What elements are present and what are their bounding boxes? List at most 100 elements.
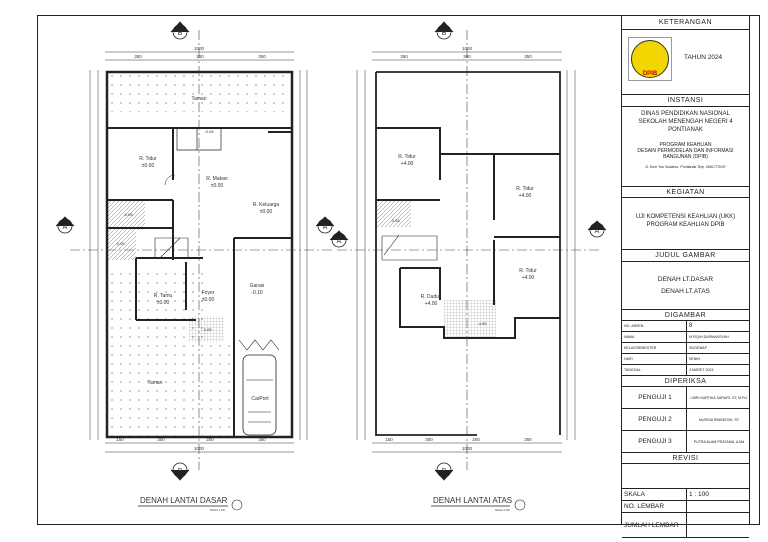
judul-line: DENAH LT.ATAS — [661, 288, 710, 295]
dimension-text: 350 — [134, 54, 142, 59]
stair — [154, 237, 189, 259]
balcony-tile — [444, 300, 496, 338]
room-label: R. Tidur — [139, 156, 157, 162]
garage-door — [238, 339, 280, 351]
title-block: KETERANGAN DPIB TAHUN 2024 INSTANSI DINA… — [621, 15, 750, 538]
room-level: ±0.00 — [142, 163, 155, 169]
svg-text:B: B — [442, 30, 447, 37]
section-marker-a: A — [315, 216, 335, 234]
instansi-block: DINAS PENDIDIKAN NASIONAL SEKOLAH MENENG… — [622, 107, 749, 187]
section-marker-b: B — [434, 462, 454, 481]
dimension-text: 300 — [425, 437, 433, 442]
room-level: ±0.00 — [260, 209, 273, 215]
revisi-area — [622, 464, 749, 489]
address-text: Jl. Kom Yos Sudarso, Pontianak Telp. 056… — [645, 165, 726, 169]
program-line: DESAIN PERMODELAN DAN INFORMASI — [637, 148, 734, 154]
room-label: R. Tamu — [154, 293, 173, 299]
ground-floor-plan — [105, 70, 294, 439]
dimension-text: 300 — [196, 54, 204, 59]
digambar-header: DIGAMBAR — [622, 310, 749, 321]
drawing-sheet-border — [37, 15, 760, 525]
judul-block: DENAH LT.DASAR DENAH LT.ATAS — [622, 262, 749, 310]
interior-walls — [376, 127, 560, 339]
section-marker-a: A — [329, 230, 349, 248]
level-tag: -0.05 — [204, 129, 214, 134]
penguji-value: PUTRA ALAM PRATAMA, A.Md — [693, 439, 745, 444]
program-line: BANGUNAN (DPIB) — [663, 154, 708, 160]
level-tag: -0.05 — [123, 212, 133, 217]
dimension-text: 350 — [258, 54, 266, 59]
section-marker-a: A — [55, 216, 75, 234]
dimension-text: 350 — [524, 437, 532, 442]
room-level: +4.00 — [519, 193, 532, 199]
field-label: NAMA — [622, 332, 687, 342]
revisi-header: REVISI — [622, 453, 749, 464]
field-value: SENIN — [689, 357, 700, 361]
section-marker-a: A — [587, 220, 607, 238]
svg-text:A: A — [337, 238, 342, 245]
kegiatan-header: KEGIATAN — [622, 187, 749, 198]
room-label: Foyer — [202, 290, 215, 296]
room-level: ±0.00 — [157, 300, 170, 306]
no-lembar-row: NO. LEMBAR — [622, 501, 749, 513]
dimension-text: 350 — [400, 54, 408, 59]
field-value: M.FIQIH DARMANSYAH — [689, 335, 729, 339]
logo-text: DPIB — [631, 40, 669, 78]
penguji-label: PENGUJI 1 — [622, 387, 687, 408]
room-level: ±0.00 — [202, 297, 215, 303]
car-icon — [242, 354, 277, 436]
level-tag: -0.05 — [115, 241, 125, 246]
judul-header: JUDUL GAMBAR — [622, 250, 749, 262]
floor-plan-drawing: Taman R. Tidur ±0.00 R. Makan ±0.00 R. K… — [55, 21, 607, 512]
room-label: Taman — [147, 380, 162, 386]
dimension-text: 200 — [206, 437, 214, 442]
room-label: CarPort — [251, 396, 269, 402]
dimension-text: 350 — [524, 54, 532, 59]
bathroom-tile — [108, 230, 136, 260]
penguji-row: PENGUJI 3 PUTRA ALAM PRATAMA, A.Md — [622, 431, 749, 453]
svg-text:B: B — [178, 468, 183, 475]
jumlah-lembar-label: JUMLAH LEMBAR — [622, 513, 687, 537]
plan-title-upper: DENAH LANTAI ATAS SKALA 1:100 — [431, 496, 526, 512]
room-level: +4.00 — [522, 275, 535, 281]
instansi-line: PONTIANAK — [668, 127, 703, 133]
svg-text:DENAH LANTAI DASAR: DENAH LANTAI DASAR — [140, 496, 228, 505]
level-tag: -3.95 — [477, 321, 487, 326]
skala-label: SKALA — [622, 489, 687, 500]
penguji-value: MURDIA RININGSIH, ST — [698, 417, 740, 422]
instansi-line: DINAS PENDIDIKAN NASIONAL — [641, 111, 730, 117]
svg-text:B: B — [442, 468, 447, 475]
instansi-line: SEKOLAH MENENGAH NEGERI 4 — [638, 119, 733, 125]
skala-value: 1 : 100 — [689, 491, 709, 498]
svg-text:SKALA 1:100: SKALA 1:100 — [495, 509, 510, 512]
room-level: +4.00 — [401, 161, 414, 167]
path-hatch — [208, 345, 233, 437]
kegiatan-line: PROGRAM KEAHLIAN DPIB — [646, 222, 725, 228]
room-label: R. Tidur — [519, 268, 537, 274]
penguji-label: PENGUJI 3 — [622, 431, 687, 452]
svg-text:DENAH LANTAI ATAS: DENAH LANTAI ATAS — [433, 496, 512, 505]
ground-outline-wall — [105, 70, 294, 439]
field-label: KELAS/SEMESTER — [622, 343, 687, 353]
no-lembar-label: NO. LEMBAR — [622, 501, 687, 512]
penguji-value: LIBRI KARTIKA SARARI, ST, M.Pd. — [690, 395, 748, 400]
room-label: R. Keluarga — [253, 202, 280, 208]
keterangan-header: KETERANGAN — [622, 15, 749, 30]
field-label: NO. ABSEN — [622, 321, 687, 331]
garden-top-hatch — [107, 72, 292, 112]
section-marker-b: B — [170, 21, 190, 40]
section-marker-b: B — [170, 462, 190, 481]
level-tag: -0.05 — [202, 327, 212, 332]
room-label: Garasi — [250, 283, 265, 289]
svg-text:SKALA 1:100: SKALA 1:100 — [210, 509, 225, 512]
kegiatan-block: UJI KOMPETENSI KEAHLIAN (UKK) PROGRAM KE… — [622, 198, 749, 250]
room-level: +4.00 — [425, 301, 438, 307]
field-value: XII/GENAP — [689, 346, 707, 350]
ground-room-labels: Taman R. Tidur ±0.00 R. Makan ±0.00 R. K… — [115, 96, 279, 402]
